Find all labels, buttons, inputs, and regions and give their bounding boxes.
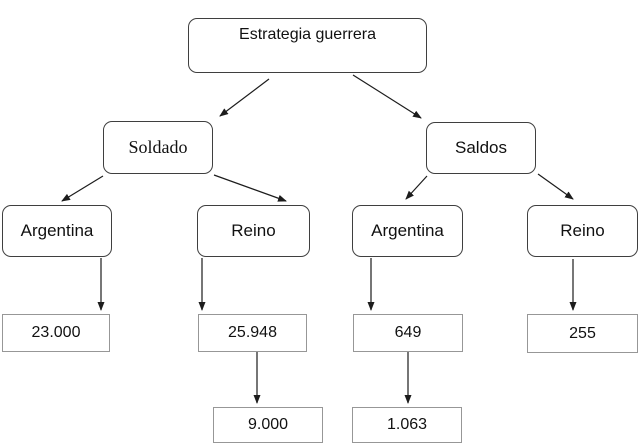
value-label: 25.948	[228, 324, 277, 342]
arrow-soldado-to-argentina	[61, 175, 104, 202]
node-label: Reino	[560, 220, 605, 240]
node-label: Soldado	[128, 136, 188, 157]
node-label: Estrategia guerrera	[239, 26, 376, 43]
node-estrategia-guerrera: Estrategia guerrera	[188, 18, 427, 73]
node-soldado: Soldado	[103, 121, 213, 174]
arrow-saldos-to-reino	[537, 173, 574, 200]
value-box-23000: 23.000	[2, 314, 110, 352]
arrow-root-to-saldos	[352, 74, 422, 119]
value-label: 255	[569, 324, 596, 342]
value-box-1063: 1.063	[352, 407, 462, 443]
node-label: Argentina	[371, 220, 444, 240]
node-label: Argentina	[20, 220, 94, 240]
value-label: 9.000	[247, 416, 289, 434]
node-saldos-reino: Reino	[527, 205, 638, 257]
value-label: 1.063	[386, 416, 428, 434]
node-soldado-reino: Reino	[197, 205, 310, 257]
node-label: Saldos	[455, 137, 507, 157]
node-saldos-argentina: Argentina	[352, 205, 463, 257]
value-label: 23.000	[31, 324, 81, 342]
arrow-saldos-to-argentina	[405, 175, 428, 200]
arrow-root-to-soldado	[219, 78, 270, 117]
value-box-9000: 9.000	[213, 407, 323, 443]
arrow-soldado-to-reino	[213, 174, 287, 202]
node-saldos: Saldos	[426, 122, 536, 174]
value-box-25948: 25.948	[198, 314, 307, 352]
node-soldado-argentina: Argentina	[2, 205, 112, 257]
value-box-649: 649	[353, 314, 463, 352]
value-box-255: 255	[527, 314, 638, 353]
node-label: Reino	[231, 220, 276, 240]
value-label: 649	[394, 324, 422, 342]
